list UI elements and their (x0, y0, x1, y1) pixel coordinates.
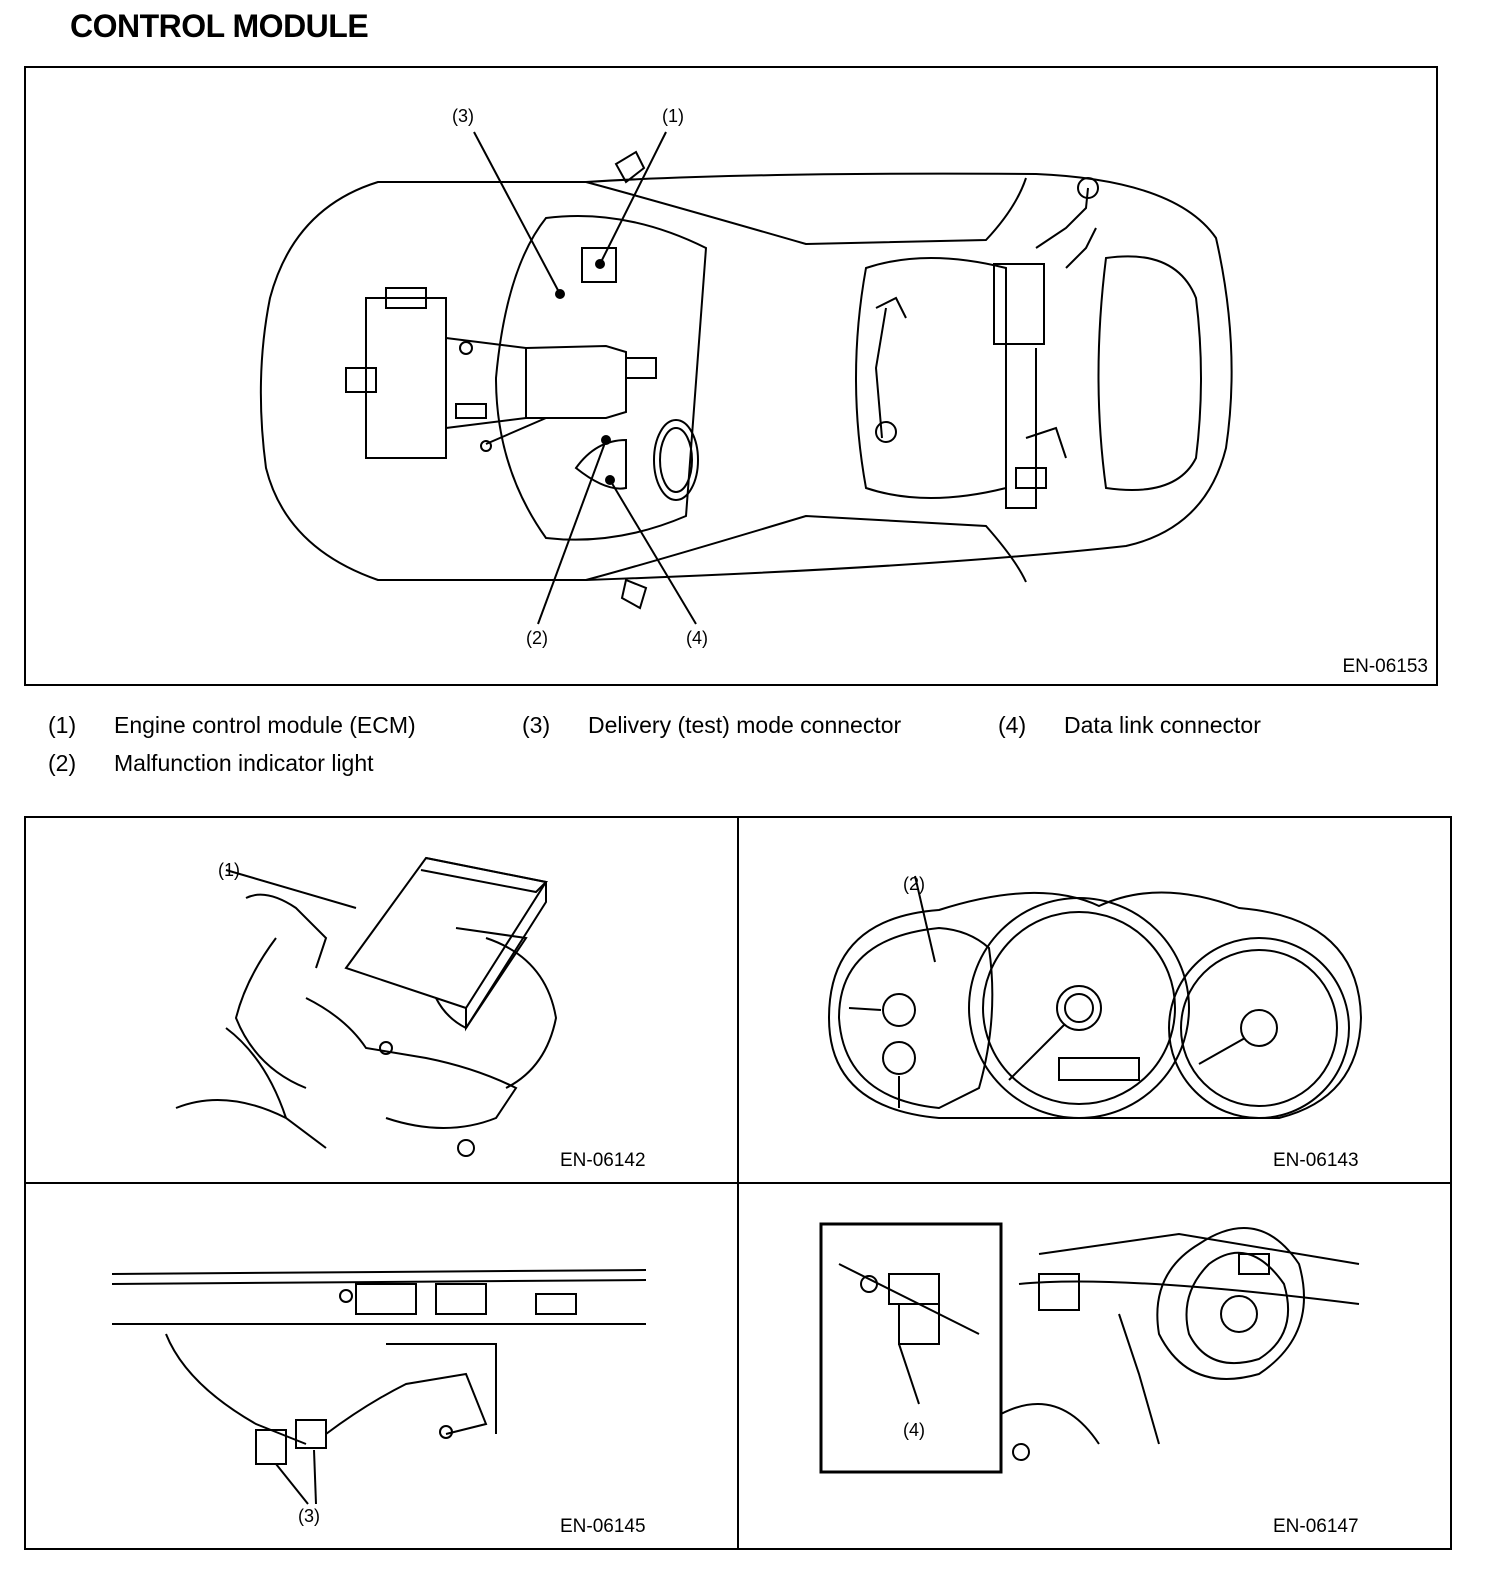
panel-code: EN-06142 (560, 1150, 646, 1171)
callout-2: (2) (526, 628, 548, 648)
delivery-connector-illustration (111, 1269, 647, 1505)
panel-code: EN-06143 (1273, 1150, 1359, 1171)
page-title: CONTROL MODULE (70, 8, 369, 44)
panel-delivery-mode-connector: (3) EN-06145 (26, 1184, 737, 1548)
vehicle-overview-figure: (3) (1) (2) (4) EN-06153 (24, 66, 1438, 686)
legend-text: Malfunction indicator light (114, 750, 374, 776)
legend-number: (1) (48, 712, 77, 738)
callout-3: (3) (452, 106, 474, 126)
panel-ecm: (1) EN-06142 (26, 818, 737, 1182)
callout-1: (1) (662, 106, 684, 126)
legend-text: Delivery (test) mode connector (588, 712, 902, 738)
panel-callout: (2) (903, 874, 925, 894)
figure-code: EN-06153 (1342, 656, 1428, 677)
panel-mil: (2) EN-06143 (739, 818, 1450, 1182)
panel-code: EN-06145 (560, 1516, 646, 1537)
ecm-illustration (175, 856, 558, 1157)
vehicle-top-view-illustration (259, 131, 1233, 625)
detail-panels-grid: (1) EN-06142 (2) EN-06143 (24, 816, 1452, 1550)
data-link-connector-illustration (819, 1222, 1360, 1474)
legend-text: Data link connector (1064, 712, 1261, 738)
panel-code: EN-06147 (1273, 1516, 1359, 1537)
panel-callout: (3) (298, 1506, 320, 1526)
instrument-cluster-illustration (827, 875, 1363, 1119)
callout-4: (4) (686, 628, 708, 648)
panel-callout: (1) (218, 860, 240, 880)
panel-data-link-connector: (4) EN-06147 (739, 1184, 1450, 1548)
panel-callout: (4) (903, 1420, 925, 1440)
legend-number: (4) (998, 712, 1027, 738)
legend-number: (2) (48, 750, 77, 776)
legend-number: (3) (522, 712, 551, 738)
legend-text: Engine control module (ECM) (114, 712, 416, 738)
